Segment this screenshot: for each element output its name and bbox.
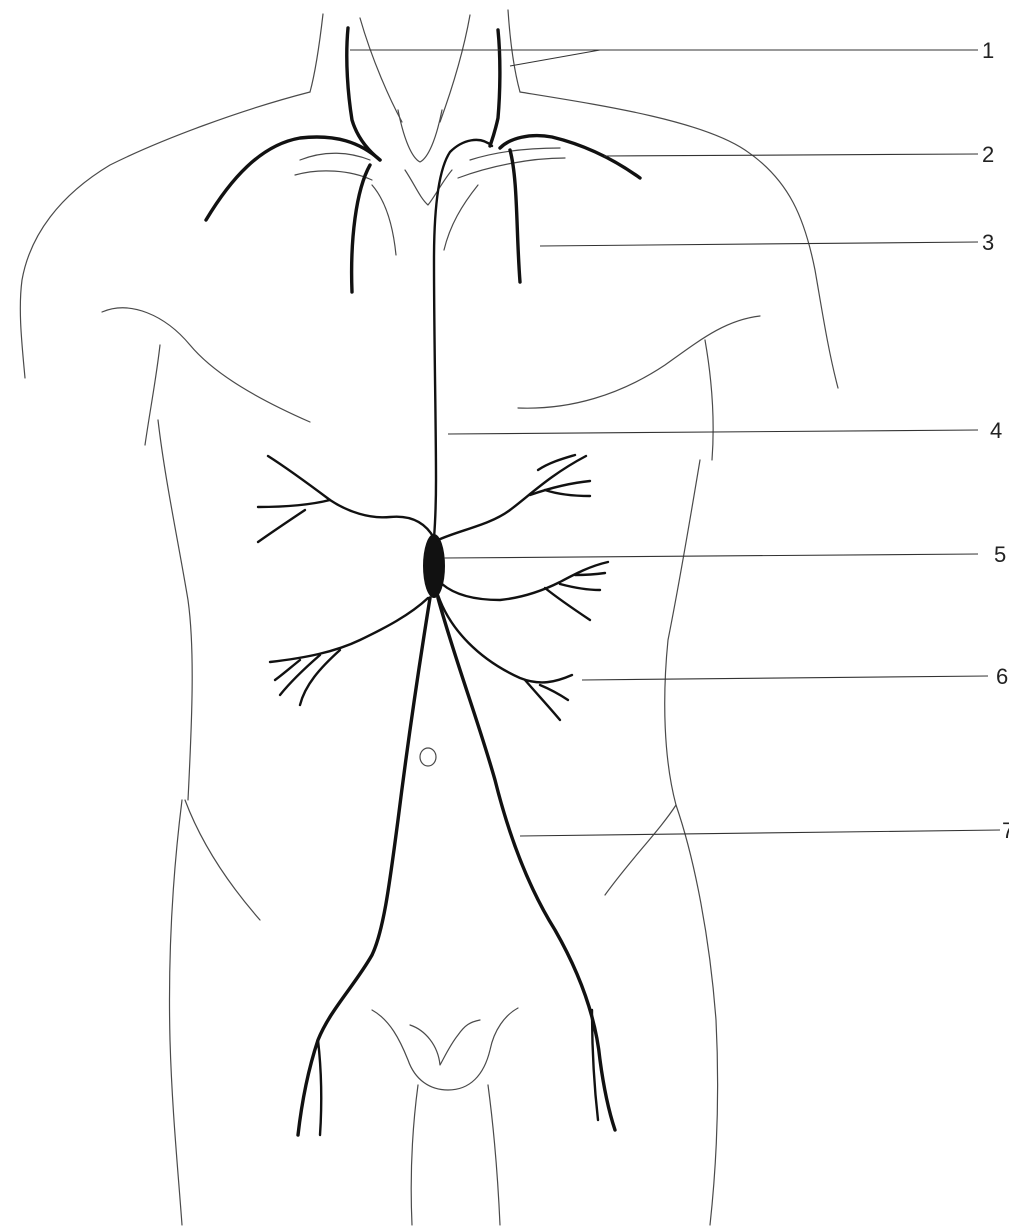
right-lumbar-trunk: [438, 598, 615, 1130]
right-shoulder-outline: [520, 92, 838, 388]
lower-right-twig-2: [540, 685, 568, 700]
navel: [420, 748, 436, 766]
left-inguinal-vessel: [318, 1040, 321, 1135]
leader-lines: [350, 50, 1000, 836]
upper-right-twig-3: [538, 455, 575, 470]
label-4: 4: [990, 418, 1002, 443]
lower-left-branch: [270, 598, 428, 662]
leader-line-1: [350, 50, 978, 66]
groin-outline: [372, 1008, 518, 1090]
sternum-left-line: [372, 185, 396, 255]
leader-line-3: [540, 242, 978, 246]
sternum-notch: [405, 170, 452, 205]
left-pectoral: [102, 308, 310, 422]
upper-right-branch: [438, 456, 586, 540]
middle-right-twig-1: [545, 588, 590, 620]
right-leg-inner: [488, 1085, 500, 1225]
right-leg-outer: [676, 805, 718, 1225]
sternum-right-line: [444, 185, 478, 250]
middle-right-twig-2: [560, 584, 600, 590]
left-leg-outer: [170, 800, 183, 1225]
leader-line-5: [444, 554, 978, 558]
label-2: 2: [982, 142, 994, 167]
right-axillary-vessel: [510, 150, 520, 282]
upper-left-twig-1: [258, 500, 330, 507]
left-clavicle: [295, 171, 372, 180]
neck-right-outline: [508, 10, 520, 92]
right-hip-outline: [605, 805, 676, 895]
upper-left-branch: [268, 456, 434, 538]
right-torso-side: [705, 340, 713, 460]
cisterna-chyli: [423, 534, 445, 598]
left-cervical-vessel: [347, 28, 380, 160]
leader-line-6: [582, 676, 988, 680]
leader-line-2: [604, 154, 978, 156]
left-torso-side-lower: [158, 420, 192, 800]
left-clavicle-upper: [300, 153, 370, 160]
left-shoulder-outline: [20, 92, 310, 378]
right-cervical-vessel: [490, 30, 500, 146]
upper-right-twig-2: [545, 490, 590, 496]
left-hip-outline: [185, 800, 260, 920]
label-5: 5: [994, 542, 1006, 567]
neck-left-inner: [360, 18, 402, 122]
upper-left-twig-2: [258, 510, 305, 542]
groin-inner: [410, 1020, 480, 1065]
middle-right-branch: [442, 562, 608, 600]
body-outline: [20, 10, 838, 1225]
lymphatic-vessels: [206, 28, 640, 1135]
left-axillary-vessel: [352, 165, 370, 292]
left-lumbar-trunk: [298, 598, 430, 1135]
label-3: 3: [982, 230, 994, 255]
right-pectoral: [518, 316, 760, 408]
label-7: 7: [1002, 818, 1009, 843]
left-torso-side: [145, 345, 160, 445]
labels: 1 2 3 4 5 6 7: [982, 38, 1009, 843]
throat-outline: [398, 110, 442, 162]
left-subclavian-vessel: [206, 137, 380, 220]
label-1: 1: [982, 38, 994, 63]
lower-left-twig-1: [300, 650, 340, 705]
neck-left-outline: [310, 14, 323, 92]
left-leg-inner: [411, 1085, 418, 1225]
thoracic-duct: [434, 140, 492, 538]
right-subclavian-vessel: [500, 136, 640, 178]
label-6: 6: [996, 664, 1008, 689]
right-torso-side-lower: [665, 460, 700, 805]
neck-right-inner: [440, 15, 470, 122]
leader-line-7: [520, 830, 1000, 836]
